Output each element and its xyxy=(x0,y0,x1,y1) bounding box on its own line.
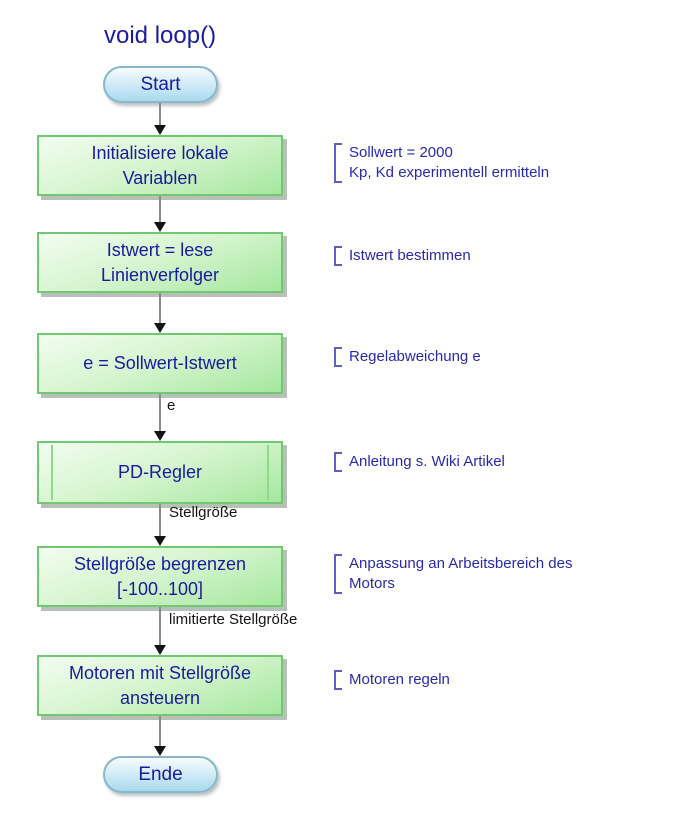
flow-step-label: Initialisiere lokale Variablen xyxy=(91,142,229,188)
flow-arrow xyxy=(154,607,166,655)
annotation-bracket-icon xyxy=(334,143,342,183)
annotation-text: Sollwert = 2000 Kp, Kd experimentell erm… xyxy=(349,144,550,181)
annotation-text: Regelabweichung e xyxy=(349,348,481,365)
annotation-anleitung: Anleitung s. Wiki Artikel xyxy=(334,452,505,472)
flow-arrow xyxy=(154,504,166,546)
annotation-text: Anleitung s. Wiki Artikel xyxy=(349,453,505,470)
annotation-anpassung: Anpassung an Arbeitsbereich des Motors xyxy=(334,554,572,594)
diagram-title: void loop() xyxy=(104,22,217,49)
flow-step-label: e = Sollwert-Istwert xyxy=(83,353,237,373)
annotation-text: Motoren regeln xyxy=(349,671,450,688)
flow-step-label: Stellgröße begrenzen [-100..100] xyxy=(73,553,247,599)
annotation-bracket-icon xyxy=(334,554,342,594)
terminal-start-label: Start xyxy=(140,73,181,95)
flow-step-label: Motoren mit Stellgröße ansteuern xyxy=(68,662,252,708)
annotation-bracket-icon xyxy=(334,670,342,690)
annotation-bracket-icon xyxy=(334,452,342,472)
arrow-label-e: e xyxy=(167,397,176,414)
flow-arrow xyxy=(154,103,166,135)
flow-step-initialisiere-variablen: Initialisiere lokale Variablen xyxy=(37,135,283,196)
flow-arrow xyxy=(154,293,166,333)
flow-step-pd-regler: PD-Regler xyxy=(37,441,283,504)
terminal-ende-label: Ende xyxy=(138,763,183,785)
annotation-text: Anpassung an Arbeitsbereich des Motors xyxy=(349,555,573,592)
flow-step-istwert-lesen: Istwert = lese Linienverfolger xyxy=(37,232,283,293)
flow-step-stellgroesse-begrenzen: Stellgröße begrenzen [-100..100] xyxy=(37,546,283,607)
annotation-istwert: Istwert bestimmen xyxy=(334,246,471,266)
flow-step-motoren-ansteuern: Motoren mit Stellgröße ansteuern xyxy=(37,655,283,716)
flow-step-label: Istwert = lese Linienverfolger xyxy=(100,239,220,285)
arrow-label-limitierte-stellgroesse: limitierte Stellgröße xyxy=(169,611,298,628)
terminal-ende: Ende xyxy=(103,756,218,793)
flow-arrow xyxy=(154,716,166,756)
flow-step-label: PD-Regler xyxy=(117,462,203,482)
annotation-motoren: Motoren regeln xyxy=(334,670,450,690)
arrow-label-stellgroesse: Stellgröße xyxy=(169,504,238,521)
annotation-bracket-icon xyxy=(334,246,342,266)
annotation-regelabweichung: Regelabweichung e xyxy=(334,347,481,367)
annotation-sollwert: Sollwert = 2000 Kp, Kd experimentell erm… xyxy=(334,143,549,183)
flow-arrow xyxy=(154,196,166,232)
flow-arrow xyxy=(154,394,166,441)
terminal-start: Start xyxy=(103,66,218,103)
annotation-bracket-icon xyxy=(334,347,342,367)
annotation-text: Istwert bestimmen xyxy=(349,247,471,264)
predefined-process-bar xyxy=(51,445,53,500)
flow-step-regelabweichung: e = Sollwert-Istwert xyxy=(37,333,283,394)
predefined-process-bar xyxy=(267,445,269,500)
